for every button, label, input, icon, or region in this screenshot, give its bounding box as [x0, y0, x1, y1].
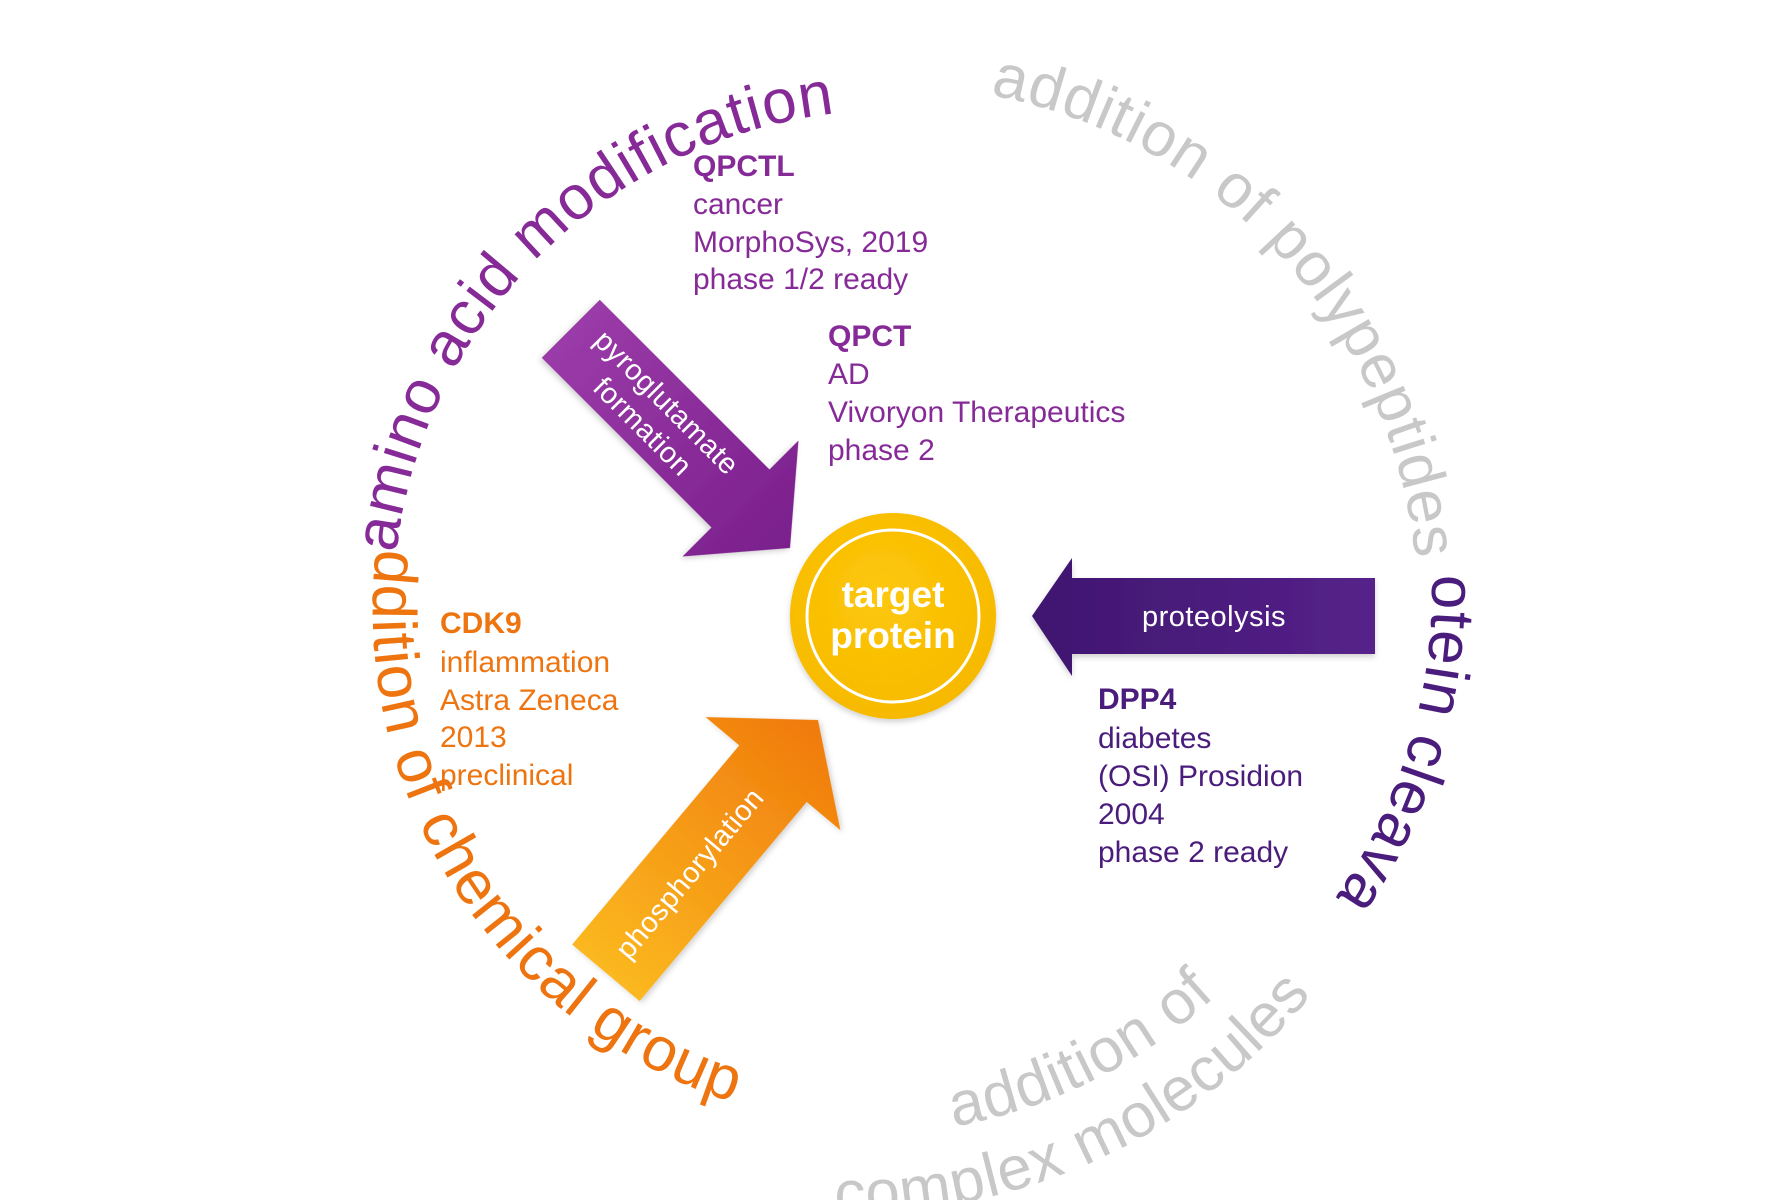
qpctl-stage: phase 1/2 ready [693, 263, 908, 296]
qpct-partner: Vivoryon Therapeutics [828, 396, 1125, 429]
qpctl-indication: cancer [693, 188, 783, 221]
dpp4-stage: phase 2 ready [1098, 836, 1288, 869]
qpct-indication: AD [828, 358, 870, 391]
qpctl-block: QPCTL cancer MorphoSys, 2019 phase 1/2 r… [693, 150, 928, 296]
dpp4-title: DPP4 [1098, 683, 1177, 716]
cdk9-indication: inflammation [440, 646, 610, 679]
proteolysis-arrow: proteolysis [1032, 558, 1375, 676]
qpctl-partner: MorphoSys, 2019 [693, 226, 928, 259]
cdk9-stage: preclinical [440, 759, 573, 792]
target-protein-label-1: target [842, 574, 945, 615]
qpct-title: QPCT [828, 320, 911, 353]
cdk9-title: CDK9 [440, 607, 522, 640]
phosphorylation-arrow-shape [572, 717, 841, 1002]
qpct-block: QPCT AD Vivoryon Therapeutics phase 2 [828, 320, 1125, 467]
target-protein-inner-ring [805, 528, 981, 704]
proteolysis-arrow-label: proteolysis [1142, 601, 1286, 633]
target-protein-label-2: protein [830, 615, 955, 656]
qpct-stage: phase 2 [828, 434, 935, 467]
pyroglutamate-arrow: pyroglutamate formation [541, 299, 799, 557]
ring-label-addition-of-polypeptides: addition of polypeptides [987, 41, 1470, 561]
dpp4-block: DPP4 diabetes (OSI) Prosidion 2004 phase… [1098, 683, 1303, 869]
cdk9-block: CDK9 inflammation Astra Zeneca 2013 prec… [440, 607, 619, 792]
qpctl-title: QPCTL [693, 150, 795, 183]
target-protein-circle [790, 513, 996, 719]
target-protein: target protein [790, 513, 996, 719]
ring-label-polypeptides-text: addition of polypeptides [987, 41, 1469, 561]
pyroglutamate-arrow-shape [541, 299, 799, 557]
cdk9-year: 2013 [440, 721, 507, 754]
proteolysis-arrow-shape [1032, 558, 1375, 676]
cdk9-partner: Astra Zeneca [440, 684, 619, 717]
dpp4-indication: diabetes [1098, 722, 1211, 755]
dpp4-partner: (OSI) Prosidion [1098, 760, 1303, 793]
dpp4-year: 2004 [1098, 798, 1165, 831]
